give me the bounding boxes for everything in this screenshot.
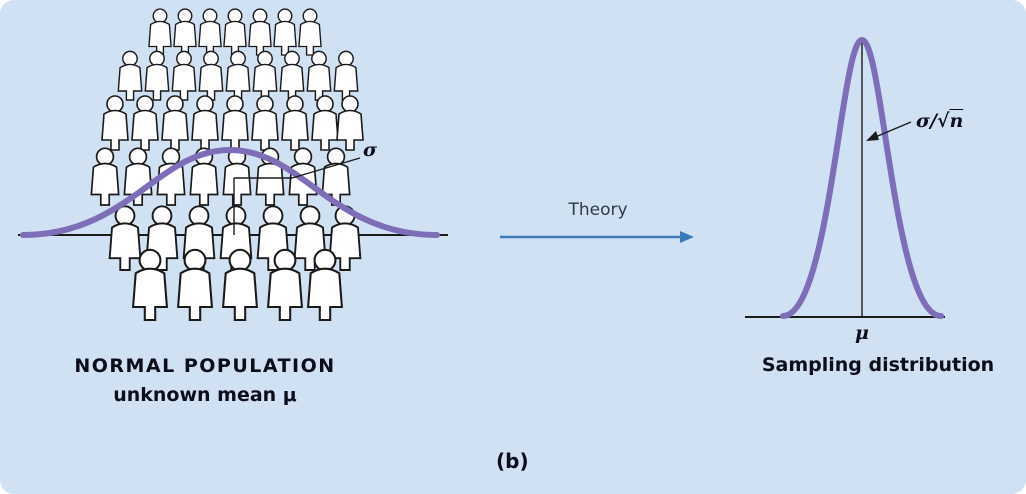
crowd-illustration bbox=[90, 8, 364, 322]
sampling-caption: Sampling distribution bbox=[761, 354, 995, 376]
population-curve bbox=[20, 147, 440, 238]
sampling-distribution-plot bbox=[745, 37, 945, 319]
theory-arrow bbox=[500, 231, 694, 243]
sigma-label: σ bbox=[363, 139, 378, 161]
standard-error-label: σ/√n bbox=[916, 110, 963, 132]
population-subtitle: unknown mean μ bbox=[113, 384, 297, 406]
se-pointer-line bbox=[872, 121, 912, 139]
mu-label: μ bbox=[855, 322, 869, 344]
theory-label: Theory bbox=[568, 200, 628, 220]
sampling-curve bbox=[780, 37, 944, 319]
population-title: NORMAL POPULATION bbox=[74, 355, 336, 377]
se-prefix: σ/√ bbox=[916, 110, 950, 132]
sigma-pointer-line bbox=[291, 157, 361, 179]
se-root-arg: n bbox=[949, 110, 964, 132]
figure-label: (b) bbox=[496, 449, 529, 473]
se-pointer-head bbox=[866, 131, 879, 141]
population-illustration bbox=[18, 8, 448, 322]
